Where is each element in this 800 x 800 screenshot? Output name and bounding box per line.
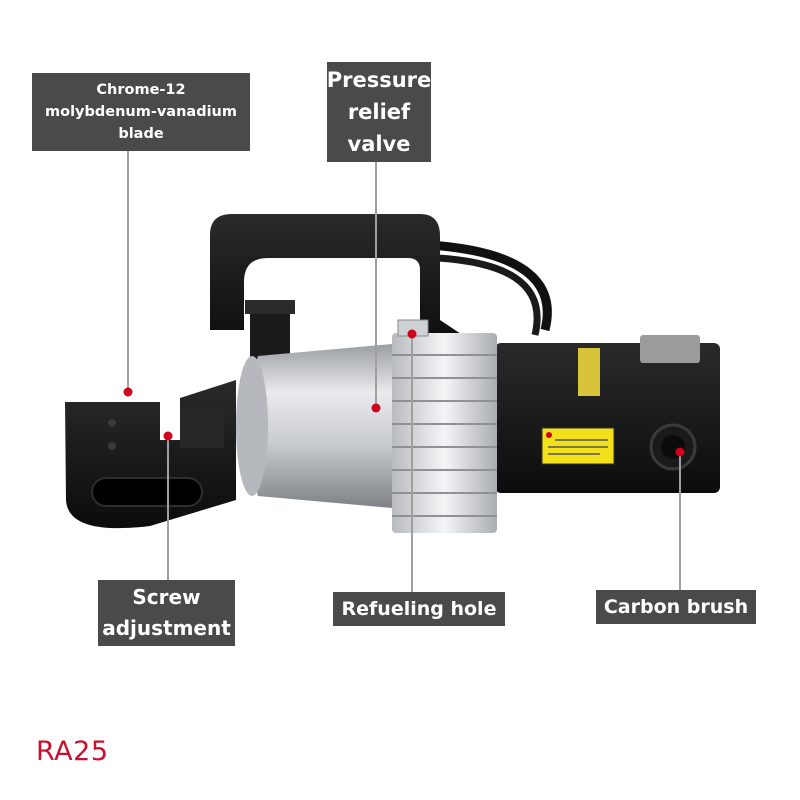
label-pressure-valve: Pressure relief valve <box>327 62 431 162</box>
label-refuel-text: Refueling hole <box>341 598 497 620</box>
cooling-fins <box>392 333 497 533</box>
label-screw-line1: Screw <box>132 585 201 609</box>
marker-blade <box>123 387 133 397</box>
label-blade: Chrome-12 molybdenum-vanadium blade <box>32 73 250 151</box>
label-screw-adjustment: Screw adjustment <box>98 580 235 646</box>
marker-carbon <box>675 447 685 457</box>
hydraulic-cylinder <box>246 344 392 508</box>
label-blade-line2: molybdenum-vanadium <box>45 104 237 120</box>
motor-housing <box>495 343 720 493</box>
marker-refuel <box>407 329 417 339</box>
power-cord <box>429 240 552 332</box>
handle <box>210 214 470 350</box>
label-refueling-hole: Refueling hole <box>333 592 505 626</box>
caution-sticker <box>541 427 615 465</box>
label-blade-line1: Chrome-12 <box>96 82 186 98</box>
label-pressure-line2: relief <box>347 100 411 124</box>
marker-screw <box>163 431 173 441</box>
label-pressure-line1: Pressure <box>326 68 432 92</box>
model-number: RA25 <box>36 736 109 767</box>
label-screw-line2: adjustment <box>102 616 231 640</box>
label-carbon-brush: Carbon brush <box>596 590 756 624</box>
label-pressure-line3: valve <box>347 132 411 156</box>
label-carbon-text: Carbon brush <box>603 596 749 618</box>
marker-pressure <box>371 403 381 413</box>
label-blade-line3: blade <box>118 126 164 142</box>
